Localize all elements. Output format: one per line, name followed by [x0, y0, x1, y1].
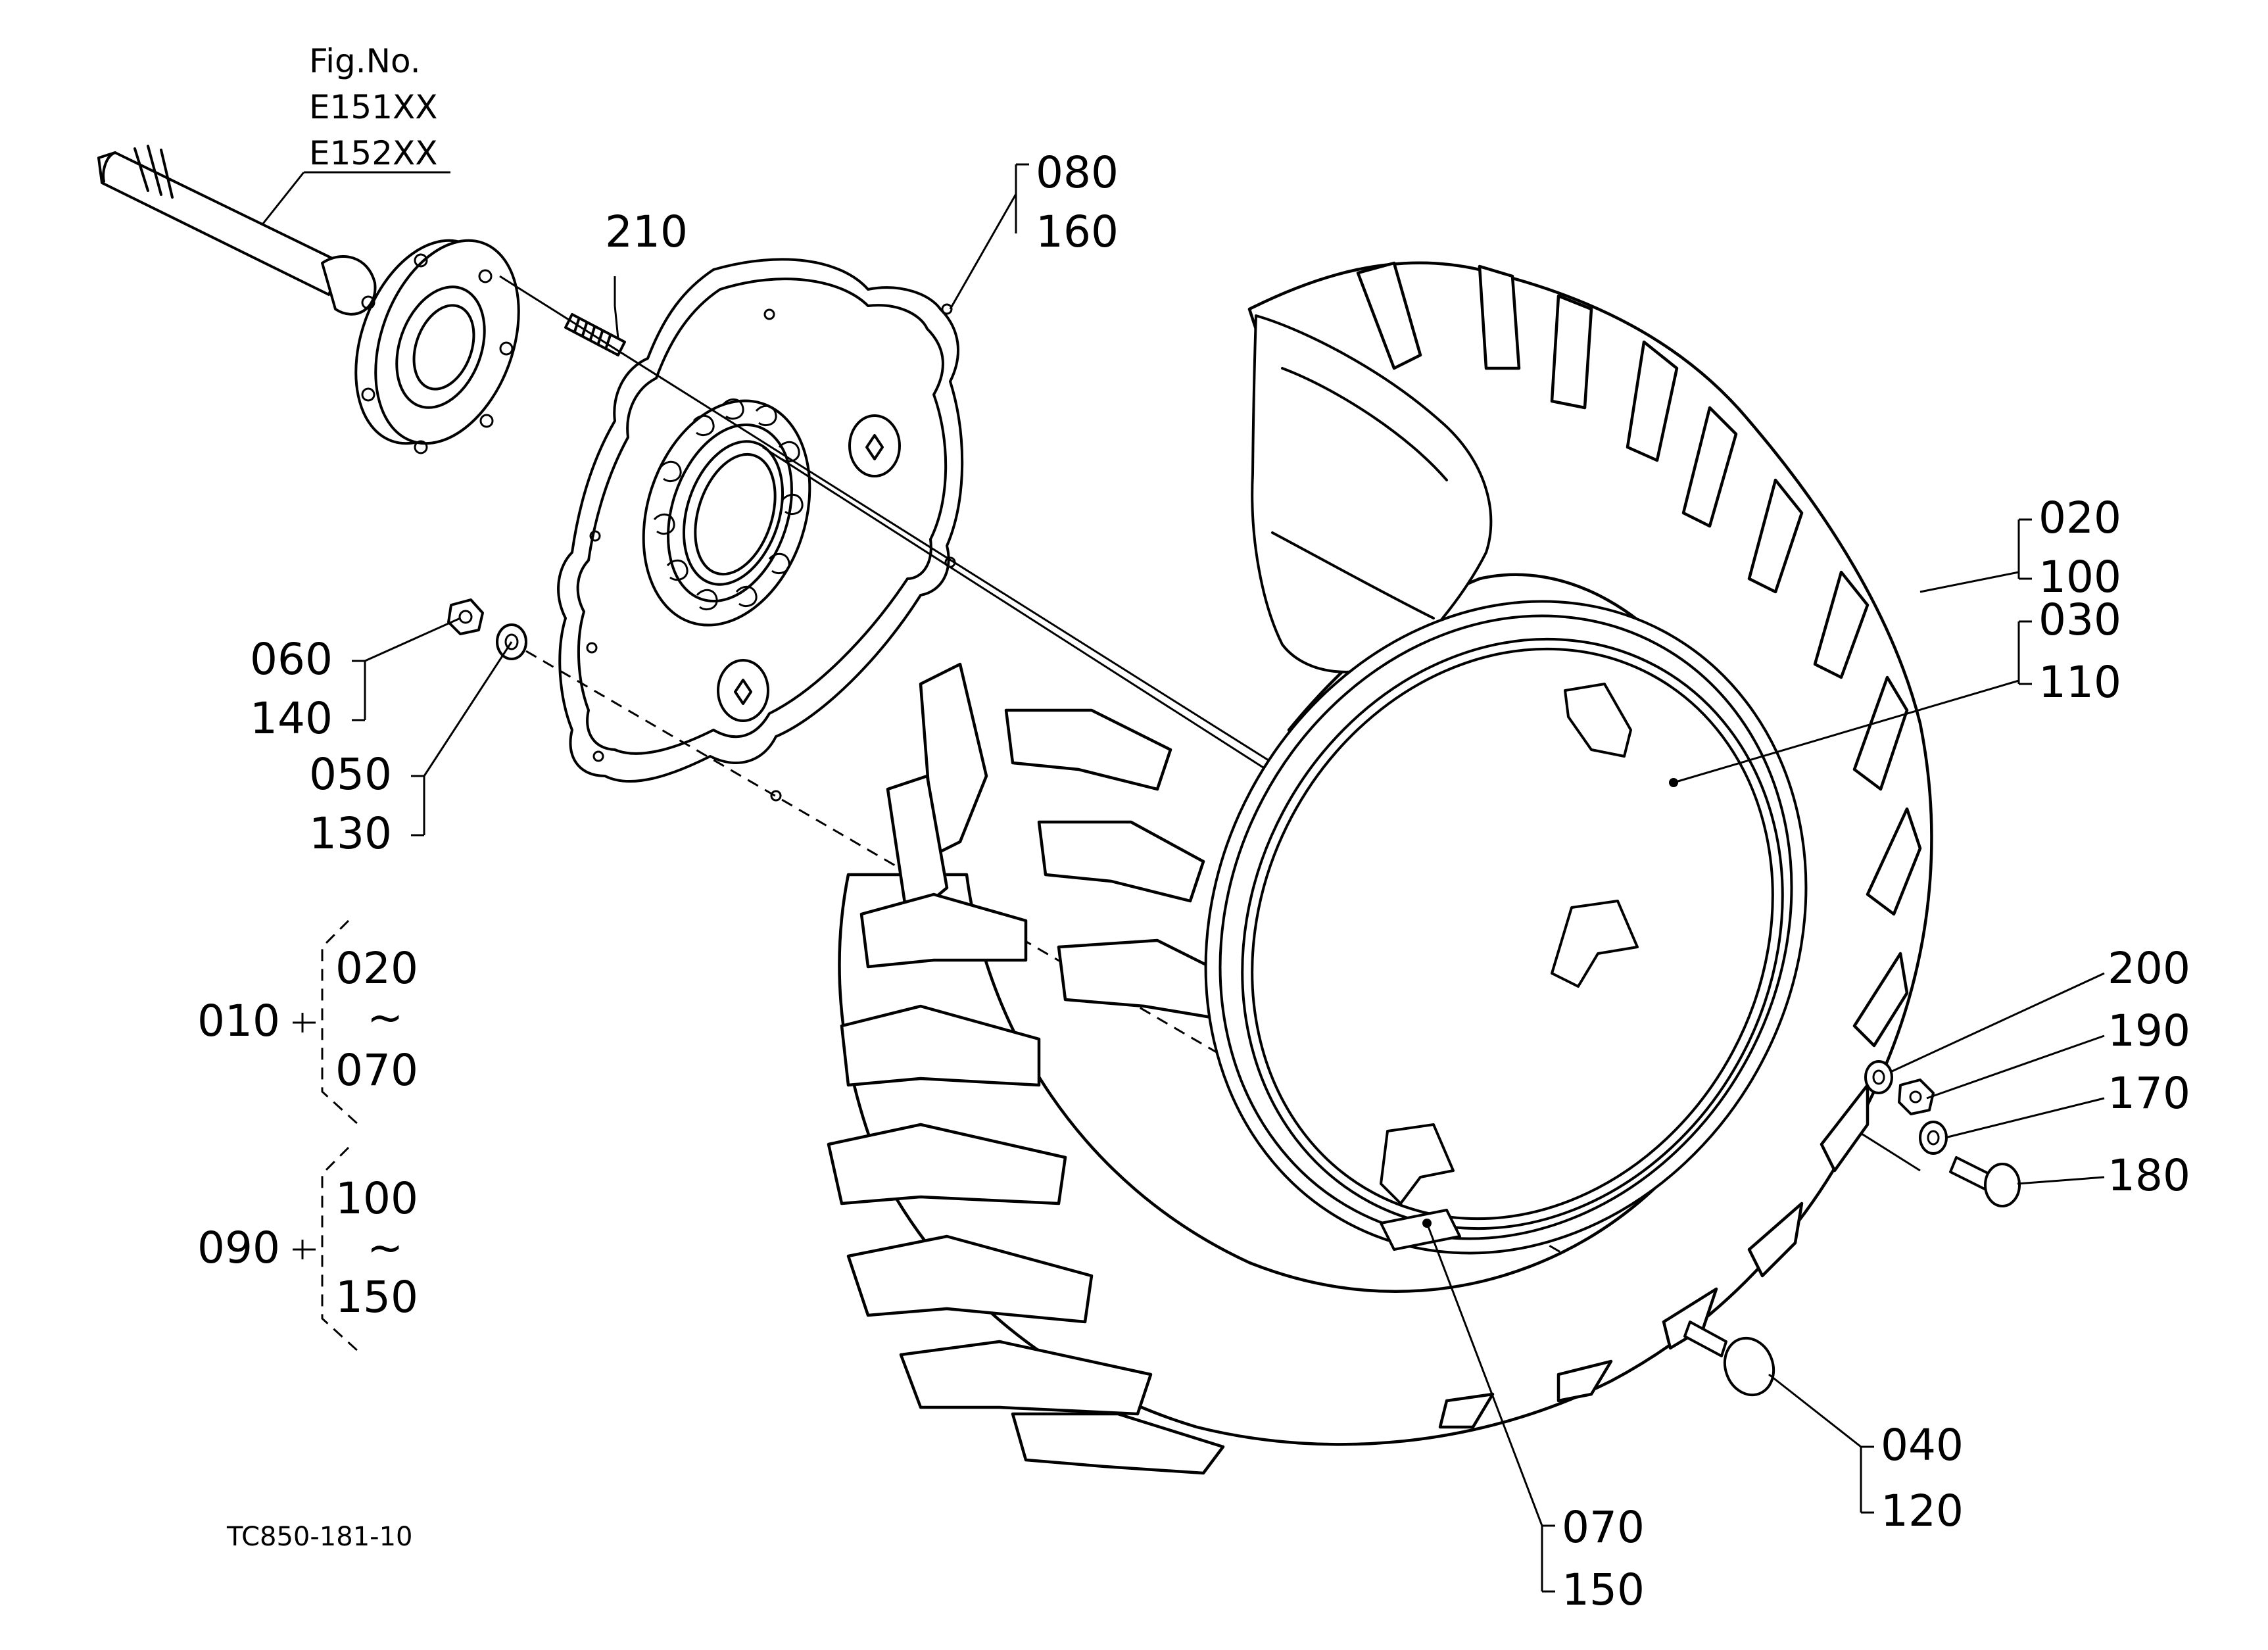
group-090-id: 090	[197, 1223, 280, 1273]
nut-060	[447, 598, 484, 635]
callout-020: 020	[2039, 493, 2121, 543]
tire	[827, 261, 1933, 1475]
callout-070: 070	[1562, 1502, 1645, 1553]
group-090: 090 100 ~ 150	[197, 1146, 418, 1353]
washer-170	[1919, 1121, 1948, 1155]
fig-no-label: Fig.No.	[309, 42, 421, 80]
bolt-040	[1683, 1321, 1775, 1397]
callout-170: 170	[2108, 1068, 2190, 1119]
group-010-sep: ~	[367, 992, 403, 1043]
callout-060: 060	[250, 634, 333, 685]
fig-number-1: E151XX	[309, 88, 438, 126]
callout-160: 160	[1036, 206, 1119, 257]
callout-040: 040	[1881, 1420, 1964, 1470]
washer-200	[1864, 1060, 1893, 1094]
callout-030: 030	[2039, 594, 2121, 645]
callout-080: 080	[1036, 147, 1119, 198]
callout-110: 110	[2039, 657, 2121, 708]
callout-120: 120	[1881, 1486, 1964, 1536]
group-090-sep: ~	[367, 1223, 403, 1273]
wheel-disc	[557, 258, 964, 802]
group-010-id: 010	[197, 996, 280, 1046]
axle-shaft	[97, 145, 377, 316]
wheel-rim	[1204, 600, 1808, 1255]
group-010: 010 020 ~ 070	[197, 919, 418, 1126]
hub-flange	[354, 239, 520, 454]
bolt-180	[1949, 1156, 2021, 1207]
group-010-from: 020	[335, 943, 418, 994]
drawing-code: TC850-181-10	[226, 1522, 412, 1552]
callout-100: 100	[2039, 552, 2121, 602]
callout-130: 130	[309, 808, 392, 859]
callout-200: 200	[2108, 943, 2190, 994]
group-010-to: 070	[335, 1045, 418, 1096]
callout-150: 150	[1562, 1565, 1645, 1615]
callout-210: 210	[605, 206, 688, 257]
group-090-from: 100	[335, 1173, 418, 1224]
callout-180: 180	[2108, 1150, 2190, 1201]
callout-190: 190	[2108, 1006, 2190, 1056]
disc-bolt-slots	[653, 398, 804, 610]
callout-140: 140	[250, 693, 333, 744]
fig-number-2: E152XX	[309, 134, 438, 172]
nut-190	[1898, 1079, 1935, 1115]
callout-050: 050	[309, 749, 392, 800]
group-090-to: 150	[335, 1272, 418, 1322]
